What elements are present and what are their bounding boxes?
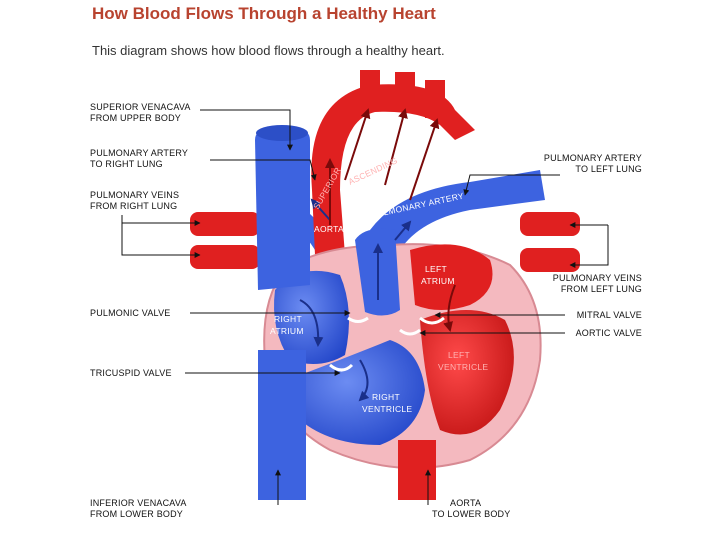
label-line: PULMONARY VEINS xyxy=(552,273,642,283)
pulmonary-veins-left-vessels xyxy=(520,212,580,272)
descending-aorta xyxy=(398,440,436,500)
blood-flow-arrows xyxy=(299,108,456,402)
label-aorta-lower: AORTA TO LOWER BODY xyxy=(432,498,510,520)
aorta-branch-3 xyxy=(425,80,445,118)
superior-vena-cava-vessel xyxy=(255,126,310,290)
label-line: INFERIOR VENACAVA xyxy=(90,498,187,508)
inner-label-left-ventricle-1: LEFT xyxy=(448,350,470,360)
label-line: FROM LOWER BODY xyxy=(90,509,184,519)
label-line: TO LEFT LUNG xyxy=(575,164,642,174)
inferior-vena-cava-vessel xyxy=(258,350,306,500)
label-tricuspid-valve: TRICUSPID VALVE xyxy=(90,368,172,378)
left-ventricle-chamber xyxy=(420,310,514,435)
label-line: TO RIGHT LUNG xyxy=(90,159,163,169)
page-subtitle: This diagram shows how blood flows throu… xyxy=(92,43,445,58)
inner-label-left-atrium-2: ATRIUM xyxy=(421,276,455,286)
label-line: PULMONARY VEINS xyxy=(90,190,180,200)
label-pulmonary-veins-right: PULMONARY VEINS FROM RIGHT LUNG xyxy=(90,190,179,212)
label-pulmonary-artery-right: PULMONARY ARTERY TO RIGHT LUNG xyxy=(90,148,188,170)
label-line: FROM LEFT LUNG xyxy=(560,284,642,294)
inner-label-left-ventricle-2: VENTRICLE xyxy=(438,362,488,372)
label-line: TO LOWER BODY xyxy=(432,509,511,519)
inner-label-right-atrium-1: RIGHT xyxy=(274,314,302,324)
label-pulmonary-veins-left: PULMONARY VEINS FROM LEFT LUNG xyxy=(553,273,642,295)
label-superior-vena-cava: SUPERIOR VENACAVA FROM UPPER BODY xyxy=(90,102,191,124)
right-atrium-chamber xyxy=(274,270,349,364)
pulmonary-artery-left-vessel xyxy=(370,170,545,250)
inner-label-right-atrium-2: ATRIUM xyxy=(270,326,304,336)
label-mitral-valve: MITRAL VALVE xyxy=(576,310,642,320)
label-line: FROM RIGHT LUNG xyxy=(90,201,178,211)
label-line: FROM UPPER BODY xyxy=(90,113,182,123)
inner-label-aorta: AORTA xyxy=(314,224,344,234)
pulmonary-veins-right-vessels xyxy=(190,212,260,269)
page-title: How Blood Flows Through a Healthy Heart xyxy=(92,4,436,23)
aorta-branch-2 xyxy=(395,72,415,110)
label-line: AORTA xyxy=(450,498,482,508)
inner-label-right-ventricle-1: RIGHT xyxy=(372,392,400,402)
inner-label-aorta-arch-2: ASCENDING xyxy=(347,155,399,187)
aorta-arch xyxy=(311,84,475,256)
aorta-branch-1 xyxy=(360,70,380,110)
left-atrium-chamber xyxy=(410,244,493,310)
label-aortic-valve: AORTIC VALVE xyxy=(575,328,642,338)
leader-lines xyxy=(121,109,609,505)
valves xyxy=(329,316,445,372)
label-line: PULMONARY ARTERY xyxy=(90,148,189,158)
label-line: SUPERIOR VENACAVA xyxy=(90,102,191,112)
superior-vena-cava-opening xyxy=(256,125,308,141)
label-pulmonary-artery-left: PULMONARY ARTERY TO LEFT LUNG xyxy=(544,153,642,175)
label-inferior-vena-cava: INFERIOR VENACAVA FROM LOWER BODY xyxy=(90,498,187,520)
inner-label-left-atrium-1: LEFT xyxy=(425,264,447,274)
label-line: PULMONARY ARTERY xyxy=(543,153,642,163)
label-pulmonic-valve: PULMONIC VALVE xyxy=(90,308,171,318)
inner-label-right-ventricle-2: VENTRICLE xyxy=(362,404,412,414)
